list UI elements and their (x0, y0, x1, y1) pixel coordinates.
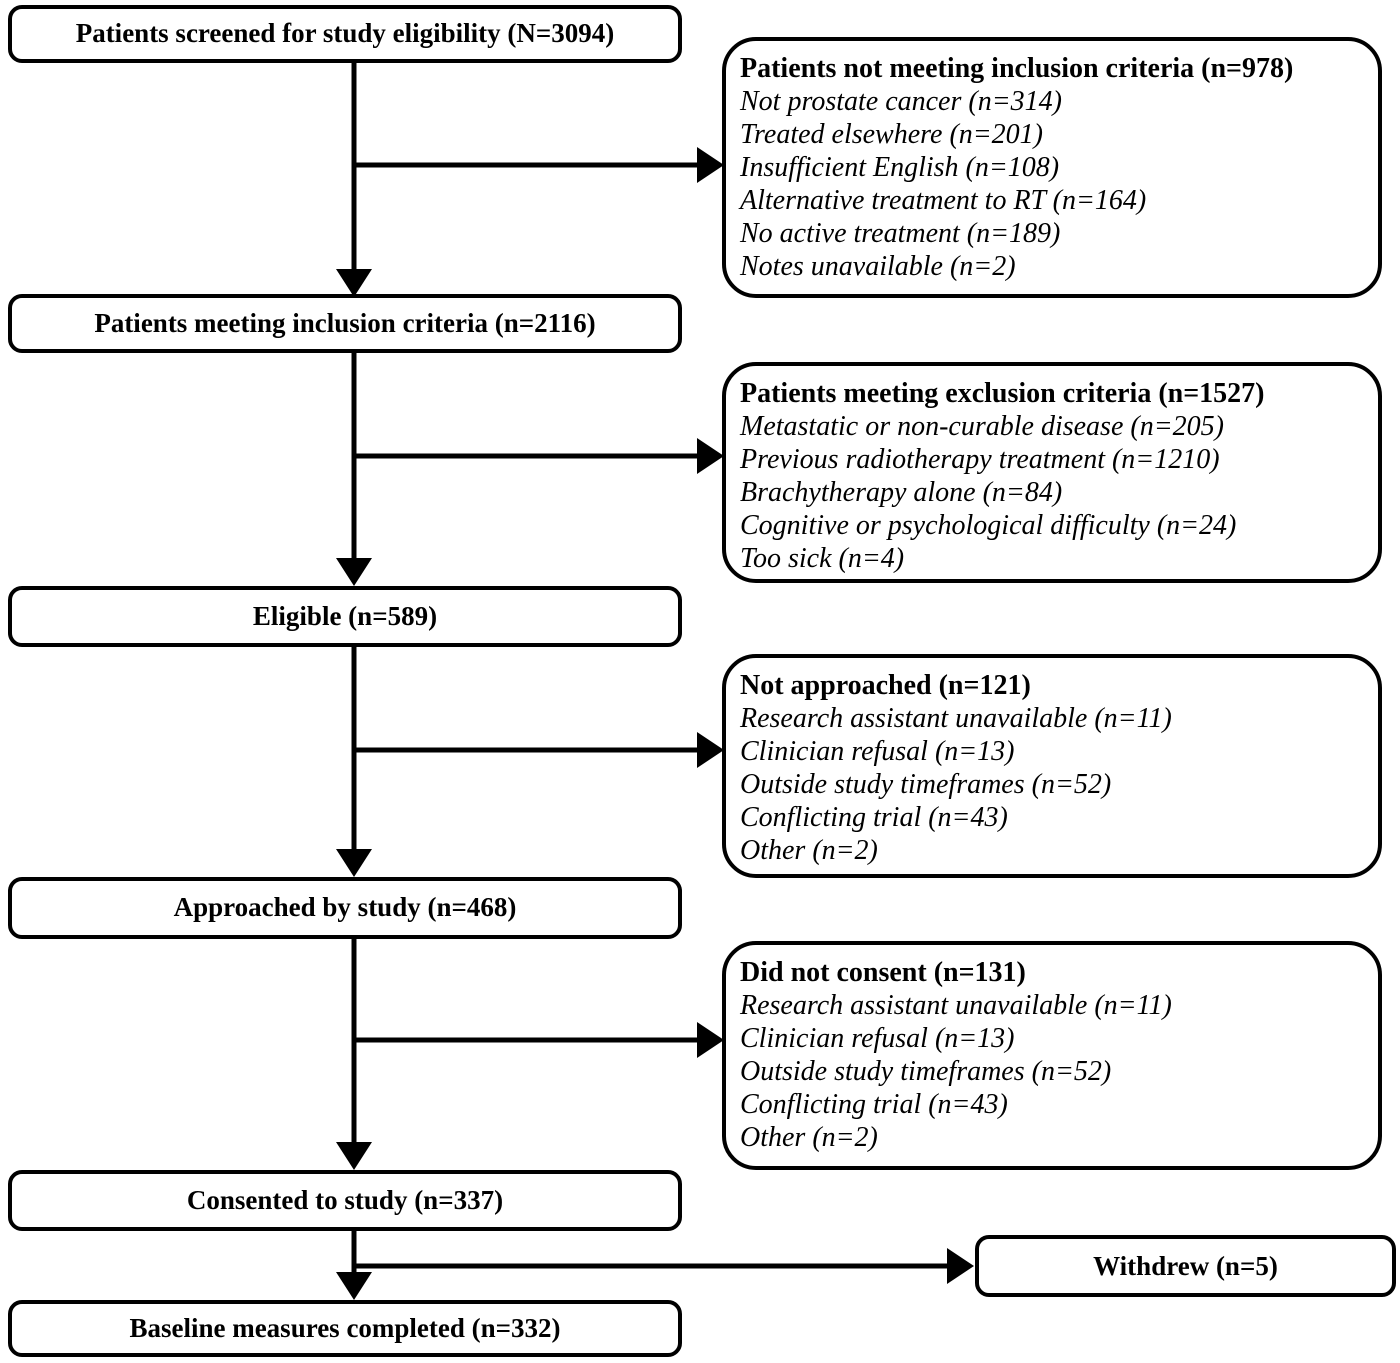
box-approached: Approached by study (n=468) (8, 877, 682, 939)
arrow-branch-did-not-consent (354, 1022, 724, 1058)
box-meeting-inclusion-label: Patients meeting inclusion criteria (n=2… (94, 307, 596, 338)
box-not-approached-title: Not approached (n=121) (740, 670, 1031, 701)
arrow-eligible-to-approached (336, 647, 372, 877)
box-did-not-consent: Did not consent (n=131) Research assista… (722, 941, 1382, 1170)
exclusion-reason: Research assistant unavailable (n=11) (740, 990, 1172, 1021)
exclusion-reason: Conflicting trial (n=43) (740, 802, 1008, 833)
exclusion-reason: Metastatic or non-curable disease (n=205… (740, 411, 1224, 442)
box-patients-screened-label: Patients screened for study eligibility … (75, 18, 615, 49)
exclusion-reason: Notes unavailable (n=2) (740, 251, 1016, 282)
exclusion-reason: Conflicting trial (n=43) (740, 1089, 1008, 1120)
arrow-screened-to-inclusion (336, 63, 372, 297)
box-not-meeting-inclusion-title: Patients not meeting inclusion criteria … (740, 53, 1294, 84)
exclusion-reason: Outside study timeframes (n=52) (740, 769, 1112, 800)
exclusion-reason: No active treatment (n=189) (740, 218, 1061, 249)
box-withdrew-label: Withdrew (n=5) (1093, 1250, 1278, 1281)
arrow-inclusion-to-eligible (336, 353, 372, 586)
box-consented: Consented to study (n=337) (8, 1170, 682, 1231)
box-approached-label: Approached by study (n=468) (173, 892, 517, 923)
exclusion-reason: Insufficient English (n=108) (740, 152, 1060, 183)
exclusion-reason: Other (n=2) (740, 835, 878, 866)
arrow-branch-not-approached (354, 732, 724, 768)
box-not-approached: Not approached (n=121) Research assistan… (722, 654, 1382, 878)
exclusion-reason: Other (n=2) (740, 1122, 878, 1153)
box-baseline-completed: Baseline measures completed (n=332) (8, 1300, 682, 1357)
exclusion-reason: Clinician refusal (n=13) (740, 736, 1015, 767)
box-not-meeting-inclusion: Patients not meeting inclusion criteria … (722, 37, 1382, 298)
box-meeting-inclusion: Patients meeting inclusion criteria (n=2… (8, 294, 682, 353)
box-baseline-completed-label: Baseline measures completed (n=332) (129, 1312, 561, 1343)
arrow-branch-not-meeting-inclusion (354, 147, 724, 183)
box-consented-label: Consented to study (n=337) (186, 1184, 504, 1215)
box-patients-screened: Patients screened for study eligibility … (8, 5, 682, 63)
box-withdrew: Withdrew (n=5) (975, 1235, 1396, 1297)
exclusion-reason: Too sick (n=4) (740, 543, 905, 574)
arrow-branch-exclusion (354, 438, 724, 474)
exclusion-reason: Previous radiotherapy treatment (n=1210) (740, 444, 1220, 475)
exclusion-reason: Clinician refusal (n=13) (740, 1023, 1015, 1054)
box-eligible-label: Eligible (n=589) (252, 600, 438, 631)
box-meeting-exclusion: Patients meeting exclusion criteria (n=1… (722, 362, 1382, 583)
exclusion-reason: Not prostate cancer (n=314) (740, 86, 1062, 117)
box-eligible: Eligible (n=589) (8, 586, 682, 647)
box-meeting-exclusion-title: Patients meeting exclusion criteria (n=1… (740, 378, 1265, 409)
exclusion-reason: Cognitive or psychological difficulty (n… (740, 510, 1237, 541)
box-did-not-consent-title: Did not consent (n=131) (740, 957, 1026, 988)
exclusion-reason: Alternative treatment to RT (n=164) (740, 185, 1147, 216)
arrow-branch-withdrew (354, 1248, 974, 1284)
arrow-approached-to-consented (336, 939, 372, 1170)
exclusion-reason: Outside study timeframes (n=52) (740, 1056, 1112, 1087)
exclusion-reason: Brachytherapy alone (n=84) (740, 477, 1063, 508)
exclusion-reason: Research assistant unavailable (n=11) (740, 703, 1172, 734)
exclusion-reason: Treated elsewhere (n=201) (740, 119, 1043, 150)
